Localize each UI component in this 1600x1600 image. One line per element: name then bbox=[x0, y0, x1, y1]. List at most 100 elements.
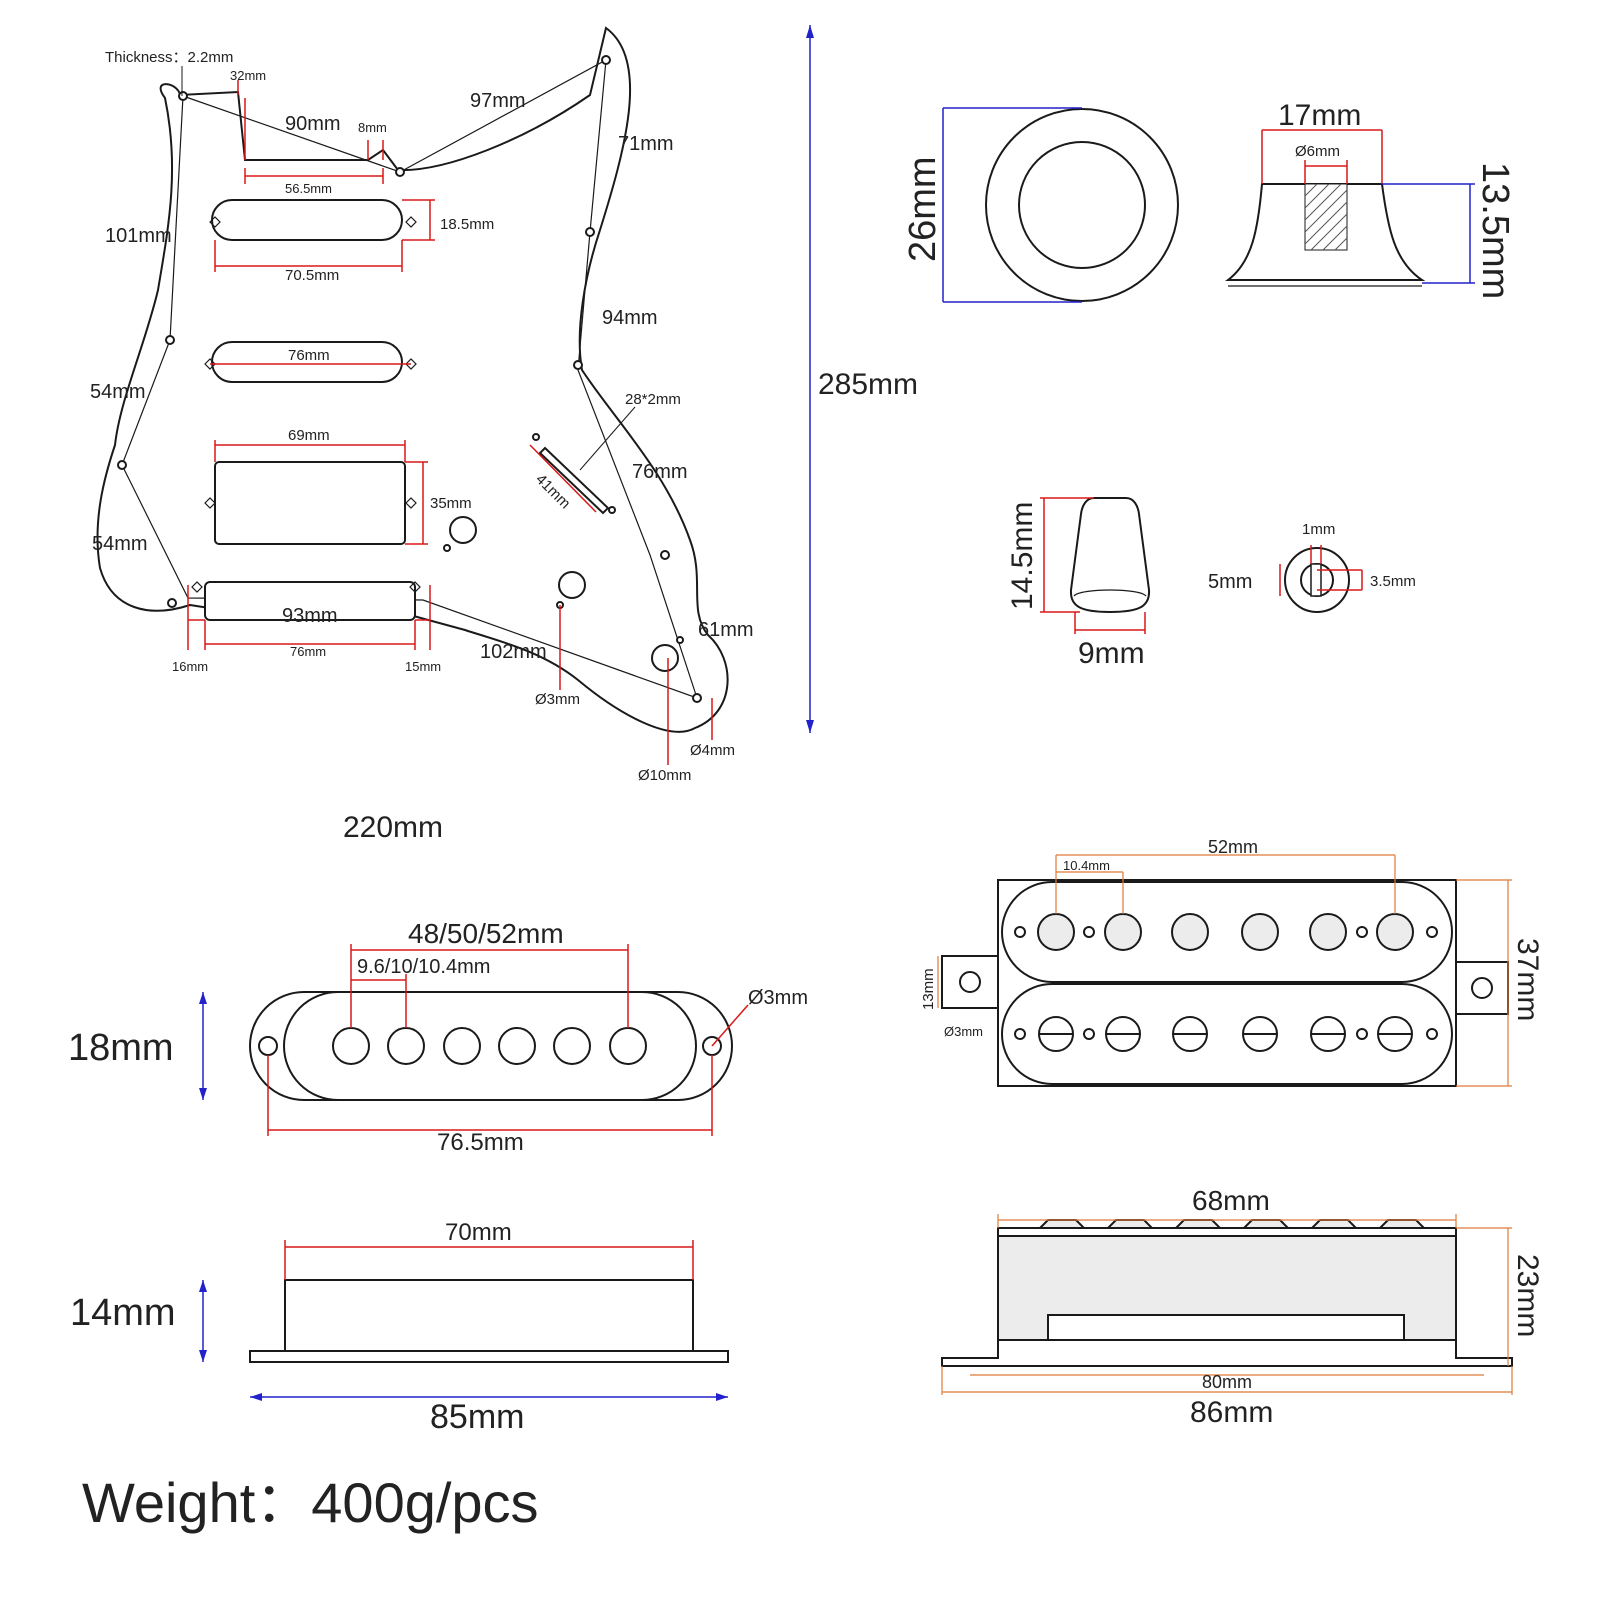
screw-hole bbox=[660, 550, 670, 560]
dim-102mm: 102mm bbox=[480, 641, 547, 663]
dim-94mm: 94mm bbox=[602, 307, 658, 329]
dim-1mm: 1mm bbox=[1302, 521, 1335, 538]
pole-piece bbox=[1171, 913, 1209, 951]
humbucker-mount-hole-left bbox=[959, 971, 981, 993]
dim-3-5mm: 3.5mm bbox=[1370, 573, 1416, 590]
dim-dia-4mm: Ø4mm bbox=[690, 742, 735, 759]
knob-shaft-hole bbox=[1304, 183, 1348, 251]
humbucker-side-poles bbox=[1037, 1219, 1427, 1229]
small-hole bbox=[608, 506, 616, 514]
single-coil-drawing: 48/50/52mm 9.6/10/10.4mm Ø3mm 18mm 76.5m… bbox=[68, 918, 808, 1436]
dim-32mm: 32mm bbox=[230, 68, 266, 83]
bridge-humbucker-cutout bbox=[214, 461, 406, 545]
screw-hole bbox=[692, 693, 702, 703]
pole-piece bbox=[387, 1027, 425, 1065]
dim-18-5mm: 18.5mm bbox=[440, 216, 494, 233]
humbucker-drawing: 52mm 10.4mm 37mm 13mm Ø3mm 68mm 23mm 80m… bbox=[920, 837, 1544, 1429]
dim-hb-dia-3mm: Ø3mm bbox=[944, 1024, 983, 1039]
dim-8mm: 8mm bbox=[358, 120, 387, 135]
dim-16mm: 16mm bbox=[172, 659, 208, 674]
dim-15mm: 15mm bbox=[405, 659, 441, 674]
pole-piece bbox=[1376, 913, 1414, 951]
screw-hole bbox=[601, 55, 611, 65]
dim-71mm: 71mm bbox=[618, 133, 674, 155]
dim-70-5mm: 70.5mm bbox=[285, 267, 339, 284]
dim-86mm: 86mm bbox=[1190, 1396, 1273, 1429]
dim-93mm: 93mm bbox=[282, 605, 338, 627]
dim-80mm: 80mm bbox=[1202, 1372, 1252, 1392]
mounting-holes bbox=[191, 216, 421, 593]
knob-top-view-inner bbox=[1018, 141, 1146, 269]
pole-piece bbox=[332, 1027, 370, 1065]
dim-17mm: 17mm bbox=[1278, 99, 1361, 132]
dim-285mm: 285mm bbox=[818, 368, 918, 401]
neck-pickup-cutout bbox=[211, 199, 403, 241]
dim-dia-10mm: Ø10mm bbox=[638, 767, 691, 784]
pot-hole-tone bbox=[558, 571, 586, 599]
humbucker-side-base bbox=[941, 1339, 1513, 1367]
dim-97mm: 97mm bbox=[470, 90, 526, 112]
thickness-label: Thickness：2.2mm bbox=[105, 49, 233, 66]
dim-54mm-lower: 54mm bbox=[92, 533, 148, 555]
dim-5mm: 5mm bbox=[1208, 571, 1252, 593]
small-hole bbox=[443, 544, 451, 552]
arrow-head bbox=[806, 720, 814, 733]
screw-hole bbox=[676, 636, 684, 644]
pickguard-outline bbox=[96, 26, 729, 733]
pole-piece bbox=[1309, 913, 1347, 951]
dim-dia-6mm: Ø6mm bbox=[1295, 143, 1340, 160]
pickguard-inner-line bbox=[121, 58, 698, 699]
pole-piece bbox=[609, 1027, 647, 1065]
middle-pickup-cutout bbox=[211, 341, 403, 383]
dim-37mm: 37mm bbox=[1511, 938, 1544, 1021]
single-coil-cover bbox=[283, 991, 697, 1101]
screw-hole bbox=[585, 227, 595, 237]
humbucker-coil-bottom bbox=[1001, 983, 1453, 1085]
dim-61mm: 61mm bbox=[698, 619, 754, 641]
single-coil-pole-pieces bbox=[332, 1027, 647, 1065]
screw-hole bbox=[395, 167, 405, 177]
humbucker-screw-poles bbox=[1014, 1016, 1438, 1052]
dim-9mm: 9mm bbox=[1078, 637, 1145, 670]
dim-56-5mm: 56.5mm bbox=[285, 181, 332, 196]
pole-piece bbox=[1104, 913, 1142, 951]
pole-piece bbox=[498, 1027, 536, 1065]
humbucker-coil-top bbox=[1001, 881, 1453, 983]
dim-23mm: 23mm bbox=[1511, 1254, 1544, 1337]
screw-hole bbox=[165, 335, 175, 345]
dim-hb-52mm: 52mm bbox=[1208, 837, 1258, 857]
humbucker-side-cutout bbox=[1047, 1314, 1405, 1341]
dim-26mm: 26mm bbox=[902, 156, 944, 262]
screw-hole bbox=[573, 360, 583, 370]
switch-slot bbox=[538, 446, 610, 515]
shaft-hatching bbox=[1304, 183, 1348, 251]
switch-tip-side-view bbox=[1069, 497, 1151, 614]
small-hole bbox=[532, 433, 540, 441]
dim-76mm-side: 76mm bbox=[632, 461, 688, 483]
dim-85mm: 85mm bbox=[430, 1398, 524, 1436]
humbucker-top-poles bbox=[1014, 913, 1438, 951]
screw-hole bbox=[167, 598, 177, 608]
humbucker-side-top-edge bbox=[997, 1227, 1457, 1237]
pole-piece bbox=[1037, 913, 1075, 951]
dim-70mm: 70mm bbox=[445, 1219, 512, 1246]
pole-piece bbox=[553, 1027, 591, 1065]
dim-9-6-10-10-4mm: 9.6/10/10.4mm bbox=[357, 956, 490, 978]
dim-90mm: 90mm bbox=[285, 113, 341, 135]
dim-220mm: 220mm bbox=[343, 811, 443, 844]
dim-14mm: 14mm bbox=[70, 1292, 176, 1334]
weight-label: Weight：400g/pcs bbox=[82, 1471, 539, 1534]
pickguard-screw-holes bbox=[117, 55, 702, 703]
dim-69mm: 69mm bbox=[288, 427, 330, 444]
single-coil-side-body bbox=[284, 1279, 694, 1363]
pot-hole-tone-2 bbox=[651, 644, 679, 672]
pot-hole-volume bbox=[449, 516, 477, 544]
dim-48-50-52mm: 48/50/52mm bbox=[408, 918, 564, 949]
dim-hb-10-4mm: 10.4mm bbox=[1063, 858, 1110, 873]
dim-76mm-bottom: 76mm bbox=[290, 644, 326, 659]
dim-13mm: 13mm bbox=[920, 968, 937, 1010]
dim-13-5mm: 13.5mm bbox=[1474, 162, 1516, 299]
mount-hole-left bbox=[258, 1036, 278, 1056]
dim-14-5mm: 14.5mm bbox=[1006, 502, 1039, 610]
